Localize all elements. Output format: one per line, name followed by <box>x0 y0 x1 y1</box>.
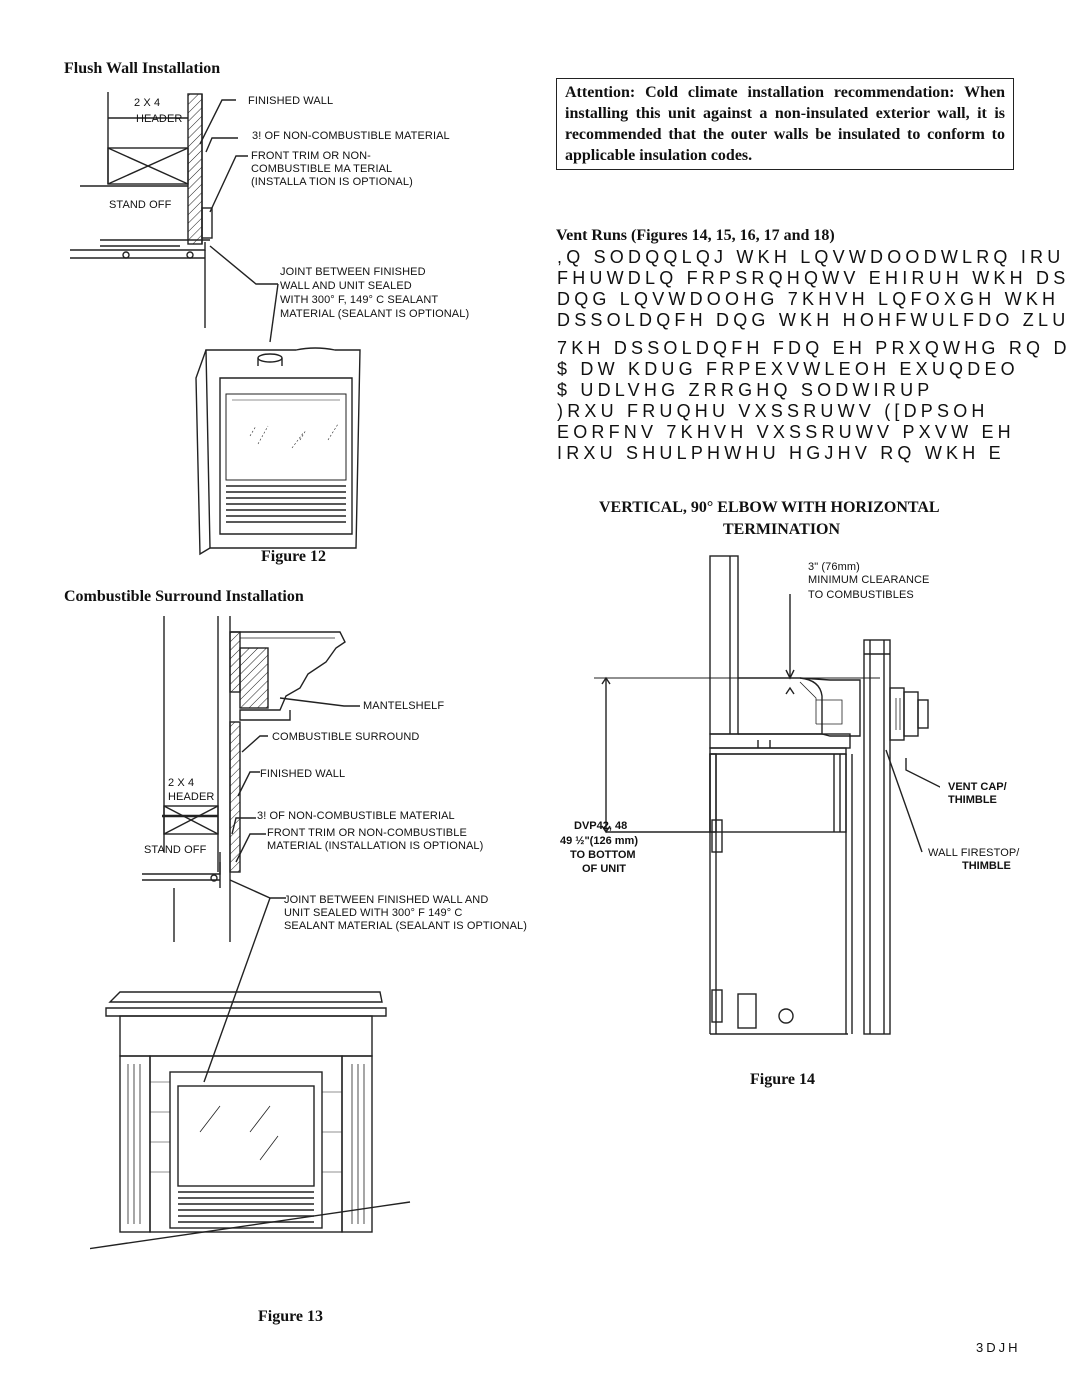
figure-12-caption: Figure 12 <box>261 548 327 565</box>
fig13-label-joint-3: SEALANT MATERIAL (SEALANT IS OPTIONAL) <box>284 920 528 932</box>
combustible-surround-heading: Combustible Surround Installation <box>64 588 304 605</box>
fig13-label-stand-off: STAND OFF <box>144 844 207 856</box>
fig13-label-finished-wall: FINISHED WALL <box>260 768 346 780</box>
vent-runs-body: ,Q SODQQLQJ WKH LQVWDOODWLRQ IRU FHUWDLQ… <box>557 247 1080 467</box>
fig12-label-front-trim-2: COMBUSTIBLE MA TERIAL <box>251 163 393 175</box>
fig14-model-1: DVP42, 48 <box>574 820 628 832</box>
figure-12-drawing <box>70 92 361 556</box>
fig12-label-joint-4: MATERIAL (SEALANT IS OPTIONAL) <box>280 308 470 320</box>
fig12-label-front-trim-1: FRONT TRIM OR NON- <box>251 150 371 162</box>
vent-runs-heading: Vent Runs (Figures 14, 15, 16, 17 and 18… <box>556 227 835 244</box>
encoded-line: $ DW KDUG FRPEXVWLEOH EXUQDEO <box>557 359 1019 379</box>
fig12-label-header: HEADER <box>136 113 183 125</box>
fig12-label-joint-3: WITH 300° F, 149° C SEALANT <box>280 294 439 306</box>
fig13-label-mantelshelf: MANTELSHELF <box>363 700 445 712</box>
attention-box: Attention: Cold climate installation rec… <box>556 78 1014 170</box>
figure-14-title-line-1: VERTICAL, 90° ELBOW WITH HORIZONTAL <box>599 499 940 516</box>
fig12-label-stand-off: STAND OFF <box>109 199 172 211</box>
fig13-label-joint-1: JOINT BETWEEN FINISHED WALL AND <box>284 894 489 906</box>
fig12-label-front-trim-3: (INSTALLA TION IS OPTIONAL) <box>251 176 413 188</box>
fig12-label-noncombustible: 3! OF NON-COMBUSTIBLE MATERIAL <box>252 130 450 142</box>
encoded-line: DSSOLDQFH DQG WKH HOHFWULFDO ZLU <box>557 310 1070 330</box>
encoded-line: EORFNV 7KHVH VXSSRUWV PXVW EH <box>557 422 1015 442</box>
encoded-line: DQG LQVWDOOHG 7KHVH LQFOXGH WKH <box>557 289 1060 309</box>
flush-wall-heading: Flush Wall Installation <box>64 60 221 77</box>
encoded-line: IRXU SHULPHWHU HGJHV RQ WKH E <box>557 443 1005 463</box>
fig13-label-2x4: 2 X 4 <box>168 777 195 789</box>
encoded-line: )RXU FRUQHU VXSSRUWV ([DPSOH <box>557 401 989 421</box>
figure-13-drawing <box>90 616 411 1250</box>
fig12-label-2x4: 2 X 4 <box>134 97 161 109</box>
fig12-label-finished-wall: FINISHED WALL <box>248 95 334 107</box>
fig14-vent-cap-2: THIMBLE <box>948 794 997 806</box>
fig13-label-noncombustible: 3! OF NON-COMBUSTIBLE MATERIAL <box>257 810 455 822</box>
fig13-label-joint-2: UNIT SEALED WITH 300° F 149° C <box>284 907 463 919</box>
figure-14-drawing <box>594 555 940 1035</box>
fig13-label-front-trim-1: FRONT TRIM OR NON-COMBUSTIBLE <box>267 827 467 839</box>
fig13-label-combustible-surround: COMBUSTIBLE SURROUND <box>272 731 420 743</box>
fig14-clearance-3: TO COMBUSTIBLES <box>808 589 914 601</box>
fig14-model-2: 49 ½"(126 mm) <box>560 835 638 847</box>
fig14-clearance-2: MINIMUM CLEARANCE <box>808 574 930 586</box>
fig14-clearance-1: 3" (76mm) <box>808 561 860 573</box>
figure-13-caption: Figure 13 <box>258 1308 324 1325</box>
encoded-line: FHUWDLQ FRPSRQHQWV EHIRUH WKH DS <box>557 268 1070 288</box>
encoded-line: ,Q SODQQLQJ WKH LQVWDOODWLRQ IRU <box>557 247 1065 267</box>
fig14-firestop-2: THIMBLE <box>962 860 1011 872</box>
figure-14-title-line-2: TERMINATION <box>723 521 841 538</box>
page-number-label: 3DJH <box>976 1340 1021 1355</box>
fig14-model-3: TO BOTTOM <box>570 849 636 861</box>
fig14-firestop-1: WALL FIRESTOP/ <box>928 847 1020 859</box>
encoded-line: $ UDLVHG ZRRGHQ SODWIRUP <box>557 380 934 400</box>
fig12-label-joint-2: WALL AND UNIT SEALED <box>280 280 412 292</box>
figure-14-caption: Figure 14 <box>750 1071 816 1088</box>
fig13-label-front-trim-2: MATERIAL (INSTALLATION IS OPTIONAL) <box>267 840 484 852</box>
fig14-vent-cap-1: VENT CAP/ <box>948 781 1007 793</box>
fig14-model-4: OF UNIT <box>582 863 626 875</box>
fig13-label-header: HEADER <box>168 791 215 803</box>
encoded-line: 7KH DSSOLDQFH FDQ EH PRXQWHG RQ D <box>557 338 1071 358</box>
fig12-label-joint-1: JOINT BETWEEN FINISHED <box>280 266 426 278</box>
